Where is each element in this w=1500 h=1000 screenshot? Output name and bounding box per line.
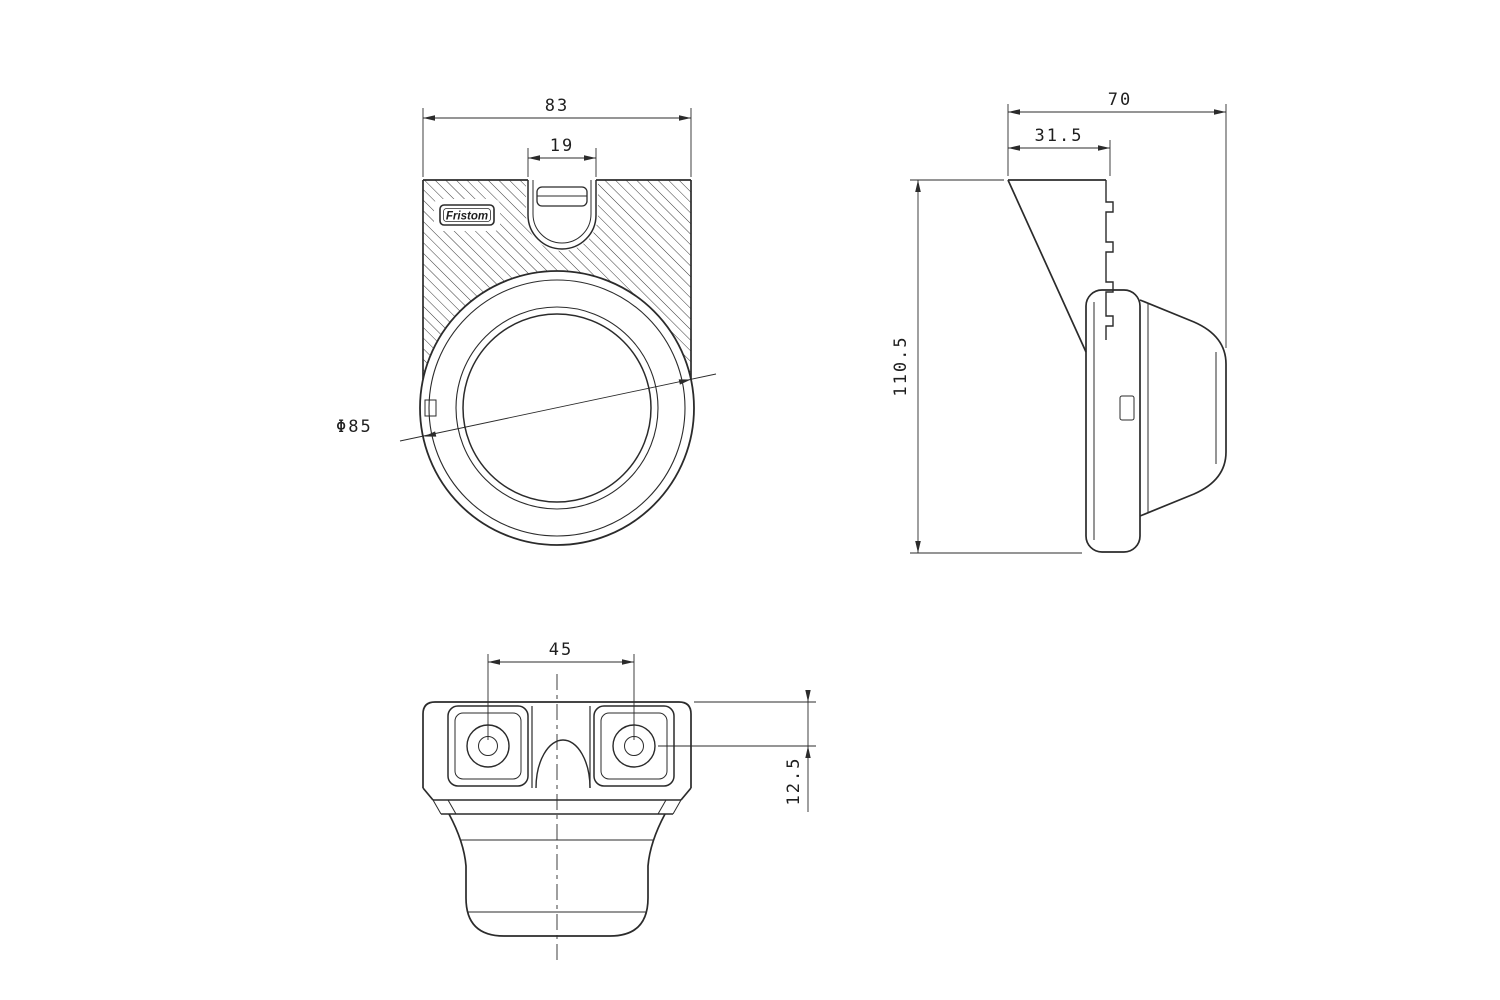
dim-70-arrow-right	[1214, 109, 1226, 115]
dim-83-text: 83	[545, 96, 569, 116]
dim-12-5-text: 12.5	[784, 757, 804, 806]
bottom-bracket-corner-right	[680, 787, 692, 801]
flange-chamfer-left-1	[432, 799, 442, 815]
dim-45-arrow-right	[622, 659, 634, 665]
ring-notch	[424, 399, 437, 417]
dim-31-5-arrow-right	[1098, 145, 1110, 151]
side-flange	[1085, 289, 1141, 553]
dim-110-5-arrow-top	[915, 180, 921, 192]
lens-ring-circle	[428, 279, 686, 537]
side-cone-outline	[1139, 299, 1227, 517]
dim-bracket-depth: 31.5	[1008, 126, 1111, 176]
bottom-bracket-corner-left	[422, 787, 434, 801]
brand-logo-text: Fristom	[446, 211, 488, 223]
dim-110-5-text: 110.5	[891, 335, 911, 396]
dim-83-arrow-right	[679, 115, 691, 121]
side-view: 70 31.5 110.5	[891, 90, 1227, 554]
dim-70-text: 70	[1108, 90, 1132, 110]
dim-overall-depth: 70	[1007, 90, 1227, 348]
hanging-slot	[527, 180, 597, 250]
clip-tab	[536, 186, 588, 207]
side-bracket-diagonal-edge	[1007, 179, 1087, 353]
flange-chamfer-right-2	[657, 799, 667, 815]
dim-phi85-line	[399, 373, 717, 442]
dim-70-arrow-left	[1008, 109, 1020, 115]
dim-45-text: 45	[549, 640, 573, 660]
dim-31-5-text: 31.5	[1035, 126, 1084, 146]
bottom-view: 45 12.5	[422, 640, 816, 960]
brand-plate: Fristom	[439, 204, 495, 226]
dim-lens-diameter: Φ85	[336, 373, 717, 442]
dim-45-arrow-left	[488, 659, 500, 665]
brand-plate-inner-border	[443, 208, 491, 222]
dim-19-text: 19	[550, 136, 574, 156]
channel-arch	[535, 739, 591, 789]
dim-hole-offset: 12.5	[658, 690, 816, 812]
cable-channel	[531, 706, 591, 789]
dim-83-arrow-left	[423, 115, 435, 121]
lens-inner-ring-circle	[455, 306, 659, 510]
dim-31-5-arrow-left	[1008, 145, 1020, 151]
dim-110-5-arrow-bottom	[915, 541, 921, 553]
dim-19-arrow-right	[584, 155, 596, 161]
side-bracket	[1007, 179, 1114, 353]
front-view: Fristom 83 19	[336, 96, 717, 546]
dim-phi85-arrow-right	[678, 379, 691, 385]
dim-overall-height: 110.5	[891, 179, 1082, 554]
dim-slot-width: 19	[527, 136, 597, 177]
dim-hole-spacing: 45	[487, 640, 635, 740]
side-latch-detail	[1119, 395, 1135, 421]
flange-chamfer-left-2	[447, 799, 457, 815]
side-lamp-body	[1085, 289, 1227, 553]
flange-chamfer-right-1	[672, 799, 682, 815]
slot-outer-outline	[527, 180, 597, 250]
dim-overall-width: 83	[422, 96, 692, 177]
slot-inner-outline	[532, 180, 592, 244]
dim-12-5-arrow-bottom	[805, 746, 811, 758]
lens-face-circle	[462, 313, 652, 503]
bottom-bracket-body	[422, 701, 692, 788]
brand-plate-border	[439, 204, 495, 226]
side-bracket-serrated-edge	[1105, 180, 1114, 340]
dim-phi85-arrow-left	[424, 431, 437, 437]
dim-12-5-arrow-top	[805, 690, 811, 702]
dim-phi85-text: Φ85	[336, 417, 373, 437]
dim-19-arrow-left	[528, 155, 540, 161]
